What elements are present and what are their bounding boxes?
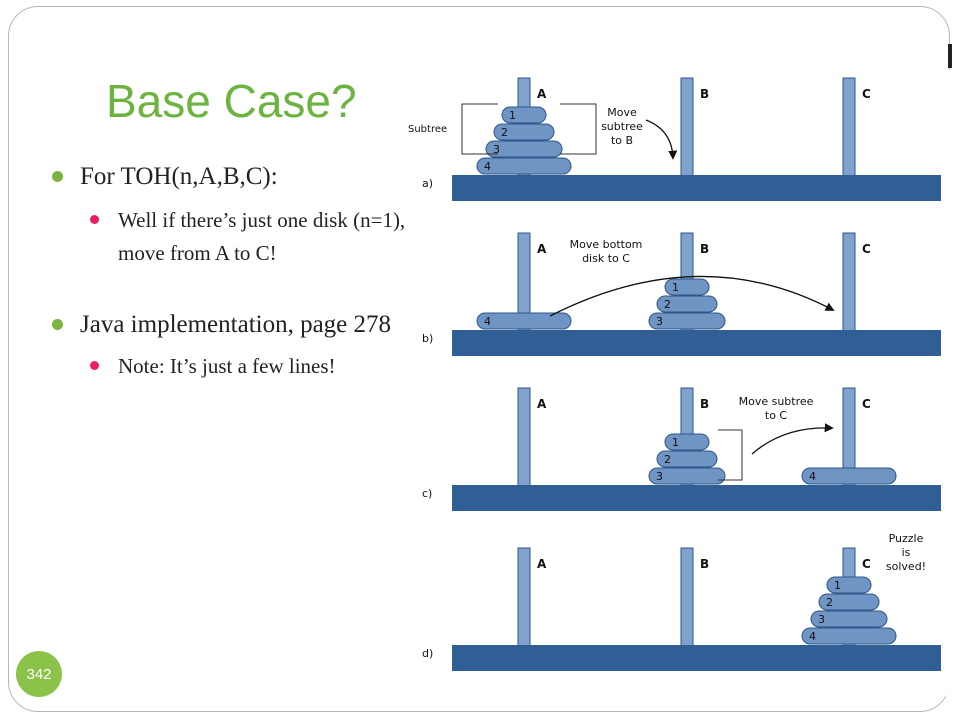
bullet-dot [52, 319, 63, 330]
disk [656, 295, 718, 313]
annotation-line: is [902, 546, 911, 559]
sub-bullet-note: Note: It’s just a few lines! [88, 350, 410, 383]
disk [476, 157, 572, 175]
bullet-dot [52, 171, 63, 182]
disk-label: 1 [672, 281, 679, 294]
peg [842, 77, 856, 179]
slide-title: Base Case? [106, 75, 357, 127]
peg [680, 547, 694, 649]
disk [664, 278, 710, 296]
sub-bullet-dot [90, 361, 99, 370]
peg-label: C [862, 87, 871, 101]
disk-label: 4 [809, 470, 816, 483]
disk-label: 1 [834, 579, 841, 592]
bullet-toh: For TOH(n,A,B,C): [50, 160, 410, 194]
peg-label: B [700, 87, 709, 101]
disk [818, 593, 880, 611]
disk-label: 2 [826, 596, 833, 609]
panel-label: a) [422, 177, 433, 190]
frame-corner-mark [948, 44, 952, 68]
peg-label: A [537, 87, 547, 101]
disk [476, 312, 572, 330]
disk [801, 467, 897, 485]
panel-label: b) [422, 332, 433, 345]
page-number-badge: 342 [16, 651, 62, 697]
disk-label: 4 [484, 315, 491, 328]
disk-label: 4 [809, 630, 816, 643]
peg-label: A [537, 557, 547, 571]
peg-label: A [537, 242, 547, 256]
disk [493, 123, 555, 141]
disk [801, 627, 897, 645]
disk [810, 610, 888, 628]
sub-bullet-base-case: Well if there’s just one disk (n=1), mov… [88, 204, 410, 270]
annotation-line: Puzzle [889, 532, 924, 545]
disk-label: 4 [484, 160, 491, 173]
annotation-line: Move bottom [570, 238, 643, 251]
peg-label: A [537, 397, 547, 411]
subtree-bracket [560, 103, 597, 155]
base-platform [452, 330, 941, 356]
base-platform [452, 175, 941, 201]
disk-label: 2 [501, 126, 508, 139]
disk-label: 2 [664, 453, 671, 466]
annotation-line: disk to C [582, 252, 630, 265]
peg [517, 547, 531, 649]
subtree-bracket [718, 429, 743, 481]
disk-label: 3 [493, 143, 500, 156]
peg-label: B [700, 242, 709, 256]
disk-label: 1 [672, 436, 679, 449]
peg-label: B [700, 557, 709, 571]
bullet-text: For TOH(n,A,B,C): [80, 163, 278, 190]
sub-bullet-text: Well if there’s just one disk (n=1), mov… [118, 208, 406, 265]
sub-bullet-text: Note: It’s just a few lines! [118, 354, 336, 378]
panel-label: d) [422, 647, 433, 660]
base-platform [452, 485, 941, 511]
disk [664, 433, 710, 451]
annotation-line: Move subtree [739, 395, 814, 408]
annotation-line: to C [765, 409, 788, 422]
disk-label: 2 [664, 298, 671, 311]
peg-label: C [862, 242, 871, 256]
disk [485, 140, 563, 158]
disk-label: 1 [509, 109, 516, 122]
frame-gap [946, 70, 952, 708]
disk-label: 3 [656, 470, 663, 483]
peg-label: C [862, 397, 871, 411]
peg-label: C [862, 557, 871, 571]
disk-label: 3 [818, 613, 825, 626]
subtree-bracket [461, 103, 498, 155]
sub-bullet-dot [90, 215, 99, 224]
annotation-line: solved! [886, 560, 926, 573]
move-arrow [645, 119, 678, 160]
disk [656, 450, 718, 468]
bullet-list: For TOH(n,A,B,C): Well if there’s just o… [50, 160, 410, 383]
move-arrow [549, 275, 835, 317]
disk [648, 312, 726, 330]
disk [648, 467, 726, 485]
bullet-text: Java implementation, page 278 [80, 311, 392, 338]
annotation-line: subtree [601, 120, 643, 133]
disk [501, 106, 547, 124]
subtree-label: Subtree [408, 124, 447, 135]
bullet-java: Java implementation, page 278 [50, 308, 410, 342]
disk-label: 3 [656, 315, 663, 328]
peg [517, 387, 531, 489]
peg [680, 77, 694, 179]
annotation-line: to B [611, 134, 633, 147]
peg-label: B [700, 397, 709, 411]
disk [826, 576, 872, 594]
peg [842, 232, 856, 334]
annotation-line: Move [607, 106, 637, 119]
move-arrow [751, 423, 834, 455]
base-platform [452, 645, 941, 671]
panel-label: c) [422, 487, 432, 500]
